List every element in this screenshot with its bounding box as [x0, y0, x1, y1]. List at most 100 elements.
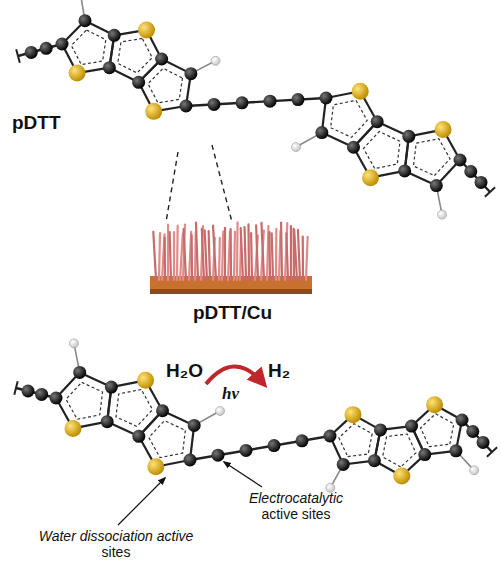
bond [14, 381, 17, 395]
nanowire [290, 226, 292, 280]
aromatic-ring [383, 434, 416, 467]
sulfur-atom [64, 420, 81, 437]
site-note: Electrocatalytic active sites [232, 490, 360, 522]
carbon-atom [296, 434, 309, 447]
carbon-atom [56, 38, 69, 51]
site-note: Water dissociation active sites [36, 528, 196, 560]
nanowire [164, 238, 166, 280]
bond [16, 49, 20, 63]
light-label: hν [222, 384, 239, 404]
carbon-atom [324, 430, 337, 443]
aromatic-ring [363, 132, 400, 169]
carbon-atom [292, 93, 305, 106]
nanowire [267, 226, 268, 280]
aromatic-ring [331, 100, 368, 137]
sulfur-atom [352, 83, 369, 100]
sulfur-atom [69, 65, 86, 82]
bond [460, 160, 490, 192]
nanowire [268, 232, 271, 280]
carbon-atom [105, 381, 118, 394]
carbon-atom [456, 414, 469, 427]
copper-foil [150, 222, 312, 294]
nanowire [298, 230, 300, 280]
nanowire [176, 226, 179, 280]
carbon-atom [155, 53, 168, 66]
aromatic-ring [420, 414, 453, 447]
nanowire [302, 237, 304, 280]
nanowire [285, 223, 287, 280]
carbon-atom [50, 392, 63, 405]
carbon-atom [103, 61, 116, 74]
hydrogen-atom [470, 466, 479, 475]
carbon-atom [240, 444, 253, 457]
hydrogen-atom [69, 339, 78, 348]
aromatic-ring [66, 382, 103, 419]
sulfur-atom [145, 103, 162, 120]
carbon-atom [315, 126, 328, 139]
carbon-atom [418, 448, 431, 461]
carbon-atom [132, 430, 145, 443]
nanowire [224, 228, 226, 280]
copper-edge [150, 289, 312, 294]
sulfur-atom [393, 467, 410, 484]
nanowire [261, 223, 264, 280]
hydrogen-atom [216, 406, 225, 415]
bond [190, 436, 330, 460]
carbon-atom [466, 425, 479, 438]
sulfur-atom [137, 372, 154, 389]
reactant-label: H₂O [166, 360, 203, 382]
nanowire [189, 232, 191, 280]
nanowire [236, 222, 239, 280]
aromatic-ring [148, 68, 182, 103]
bonds [14, 0, 497, 488]
carbon-atom [405, 420, 418, 433]
sulfur-atom [426, 396, 443, 413]
bond [462, 420, 492, 452]
carbon-atom [398, 164, 411, 177]
sulfur-atom [362, 169, 379, 186]
nanowire [272, 233, 273, 280]
carbon-atom [101, 415, 114, 428]
product-label: H₂ [268, 360, 290, 382]
sulfur-atom [147, 458, 164, 475]
carbon-atom [212, 449, 225, 462]
nanowire [286, 233, 288, 280]
dashed-leader [166, 152, 178, 222]
bond [485, 187, 495, 197]
aromatic-ring [339, 424, 372, 457]
nanowire [222, 231, 223, 280]
nanowire [153, 232, 156, 280]
light-arrow [206, 366, 262, 384]
nanowires [153, 222, 307, 280]
carbon-atom [264, 95, 277, 108]
nanowire [209, 231, 210, 280]
aromatic-ring [149, 421, 186, 458]
carbon-atom [430, 179, 443, 192]
nanowire [247, 224, 250, 280]
carbon-atom [25, 46, 38, 59]
carbon-atom [236, 96, 249, 109]
nanowire [213, 226, 216, 280]
hydrogen-atom [211, 56, 220, 65]
carbon-atom [475, 176, 488, 189]
carbon-atom [371, 115, 384, 128]
carbon-atom [449, 444, 462, 457]
bond [487, 447, 497, 457]
nanowire [306, 237, 308, 280]
nanowire [162, 234, 165, 280]
nanowire [159, 233, 160, 280]
dashed-leader [212, 145, 232, 222]
atoms [22, 0, 490, 492]
aromatic-ring [413, 139, 450, 176]
aromatic-ring [71, 30, 105, 65]
carbon-atom [78, 14, 91, 27]
carbon-atom [368, 454, 381, 467]
nanowire [170, 232, 171, 280]
nanowire [280, 223, 283, 280]
carbon-atom [337, 458, 350, 471]
sulfur-atom [138, 21, 155, 38]
bond [186, 98, 326, 106]
nanowire [196, 223, 198, 280]
carbon-atom [454, 154, 467, 167]
carbon-atom [184, 454, 197, 467]
